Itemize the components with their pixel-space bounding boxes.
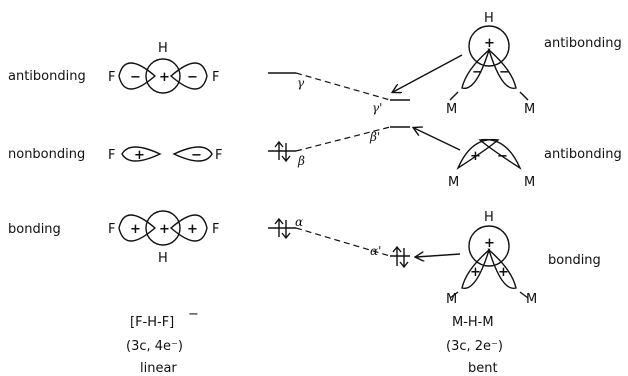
orbital-mhm-antibonding-middle: + − M M: [448, 138, 535, 190]
atom-f: F: [108, 70, 115, 85]
lobe-right: [487, 47, 517, 89]
sign-minus: −: [497, 149, 508, 164]
caption-left: [F-H-F] − (3c, 4e⁻) linear: [126, 307, 199, 376]
sign-plus: +: [498, 265, 509, 280]
label-alpha: α: [295, 215, 303, 229]
label-antibonding-right-top: antibonding: [544, 36, 622, 51]
sign-plus: +: [130, 222, 141, 237]
atom-f: F: [212, 222, 219, 237]
sign-minus: −: [472, 65, 483, 80]
caption-right-geometry: bent: [468, 361, 498, 376]
sign-plus: +: [134, 148, 145, 163]
lobe-right: [478, 138, 522, 170]
arrow-middle: [414, 128, 461, 151]
h-s-orbital: [468, 225, 510, 267]
lobe-right: [169, 62, 208, 90]
caption-left-charge: −: [188, 307, 199, 322]
atom-f: F: [215, 148, 222, 163]
h-s-orbital: [468, 25, 510, 67]
atom-m: M: [524, 175, 535, 190]
lobe-right: [487, 247, 517, 289]
label-bonding-left: bonding: [8, 222, 61, 237]
label-bonding-right: bonding: [548, 253, 601, 268]
label-antibonding-right-middle: antibonding: [544, 147, 622, 162]
caption-left-geometry: linear: [140, 361, 177, 376]
orbital-mhm-antibonding-top: H + − − M M: [446, 11, 535, 117]
h-s-orbital: [145, 210, 181, 246]
orbital-mhm-bonding: H + + + M M: [446, 210, 537, 307]
lobe-left: [461, 47, 491, 89]
atom-m: M: [446, 102, 457, 117]
electron-pair-alpha-prime: [392, 245, 409, 269]
label-gamma-prime: γ': [372, 101, 382, 115]
sign-plus: +: [470, 265, 481, 280]
sign-minus: −: [187, 70, 198, 85]
lobe-left: [461, 247, 491, 289]
atom-f: F: [108, 222, 115, 237]
correlation-gamma: [295, 72, 391, 101]
arrow-top: [393, 54, 463, 92]
label-nonbonding-left: nonbonding: [8, 147, 85, 162]
label-gamma: γ: [297, 76, 305, 90]
atom-h: H: [484, 210, 494, 225]
energy-levels-right: γ' β' α': [369, 99, 410, 269]
sign-plus: +: [159, 222, 170, 237]
atom-f: F: [108, 148, 115, 163]
label-alpha-prime: α': [370, 244, 381, 258]
caption-right: M-H-M (3c, 2e⁻) bent: [446, 315, 503, 376]
atom-m: M: [448, 175, 459, 190]
atom-m: M: [526, 292, 537, 307]
atom-m: M: [524, 102, 535, 117]
label-antibonding-left: antibonding: [8, 69, 86, 84]
caption-left-formula: [F-H-F]: [130, 315, 174, 330]
arrow-bottom: [416, 254, 461, 257]
atom-h: H: [158, 251, 168, 266]
sign-minus: −: [191, 148, 202, 163]
orbital-fhf-bonding: F + + + F H: [108, 210, 219, 266]
lobe-left: [121, 146, 162, 162]
caption-right-electrons: (3c, 2e⁻): [446, 339, 503, 354]
atom-f: F: [212, 70, 219, 85]
sign-plus: +: [484, 236, 495, 251]
lobe-left: [456, 138, 500, 170]
sign-plus: +: [159, 70, 170, 85]
correlation-beta: [295, 126, 391, 152]
orbital-fhf-antibonding: F H − + − F: [108, 41, 219, 94]
caption-left-electrons: (3c, 4e⁻): [126, 339, 183, 354]
orbital-fhf-nonbonding: F + − F: [108, 146, 222, 163]
label-beta: β: [297, 154, 305, 168]
sign-plus: +: [470, 149, 481, 164]
atom-m: M: [446, 292, 457, 307]
energy-levels-left: γ β α: [268, 72, 305, 240]
caption-right-formula: M-H-M: [452, 315, 494, 330]
lobe-right: [169, 214, 208, 242]
label-beta-prime: β': [369, 130, 380, 144]
atom-h: H: [484, 11, 494, 26]
lobe-left: [118, 62, 157, 90]
sign-minus: −: [130, 70, 141, 85]
h-s-orbital: [145, 58, 181, 94]
correlation-alpha: [295, 227, 391, 257]
sign-plus: +: [484, 36, 495, 51]
atom-h: H: [158, 41, 168, 56]
lobe-left: [118, 214, 157, 242]
lobe-right: [172, 146, 213, 162]
electron-pair-alpha: [274, 217, 291, 240]
electron-pair-beta: [274, 140, 291, 163]
sign-plus: +: [187, 222, 198, 237]
sign-minus: −: [499, 65, 510, 80]
